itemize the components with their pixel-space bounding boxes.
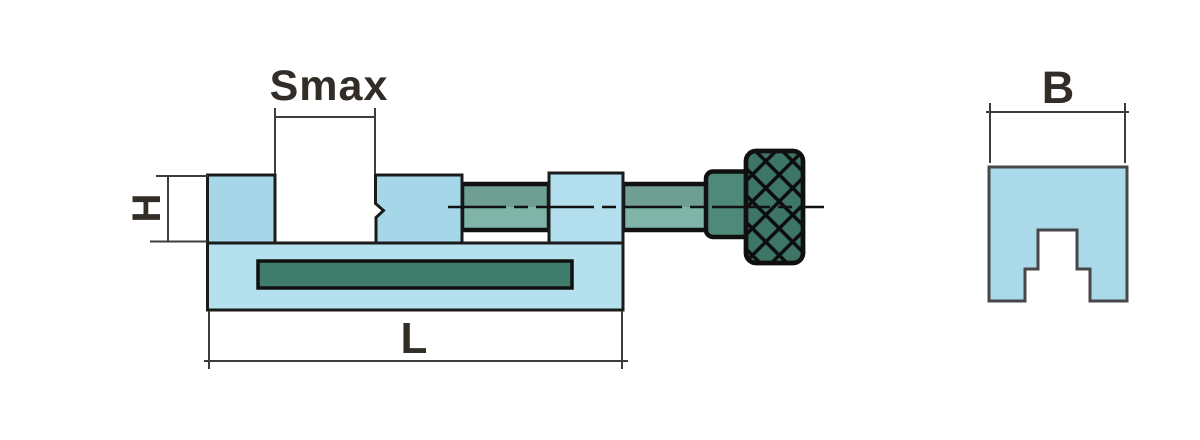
b-label: B [1042, 62, 1075, 113]
b-dimension-lines [986, 103, 1129, 163]
end-view: B [986, 62, 1129, 303]
fixed-jaw [206, 173, 277, 245]
smax-dimension-lines [274, 108, 376, 174]
side-view [206, 148, 824, 312]
h-dimension-lines [150, 175, 208, 243]
h-label: H [125, 194, 169, 223]
dimension-l: L [204, 311, 628, 369]
dimension-h: H [125, 175, 208, 243]
movable-jaw [374, 173, 464, 245]
base-slot [256, 259, 574, 290]
dimension-smax: Smax [270, 62, 389, 174]
end-view-body [987, 165, 1129, 303]
l-dimension-lines [204, 311, 628, 369]
l-label: L [401, 314, 428, 363]
dimension-b: B [986, 62, 1129, 163]
smax-label: Smax [270, 62, 389, 110]
screw-collar [703, 169, 753, 240]
